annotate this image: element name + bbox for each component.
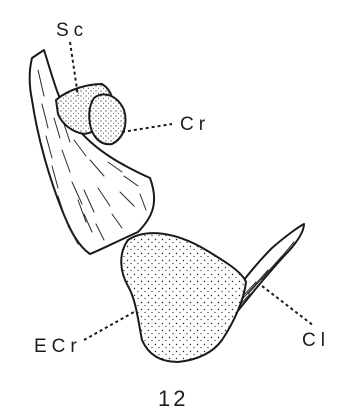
- epicoracoid-stipple: [121, 233, 246, 362]
- label-sc: Sc: [56, 20, 88, 41]
- label-ecr: ECr: [34, 336, 82, 357]
- striated-shaft: [30, 50, 154, 254]
- cl-leader-line: [262, 286, 314, 326]
- label-cr: Cr: [180, 114, 210, 135]
- figure-number: 12: [158, 386, 188, 411]
- cr-leader-line: [122, 124, 172, 132]
- ecr-leader-line: [84, 312, 134, 340]
- label-cl: Cl: [302, 330, 330, 351]
